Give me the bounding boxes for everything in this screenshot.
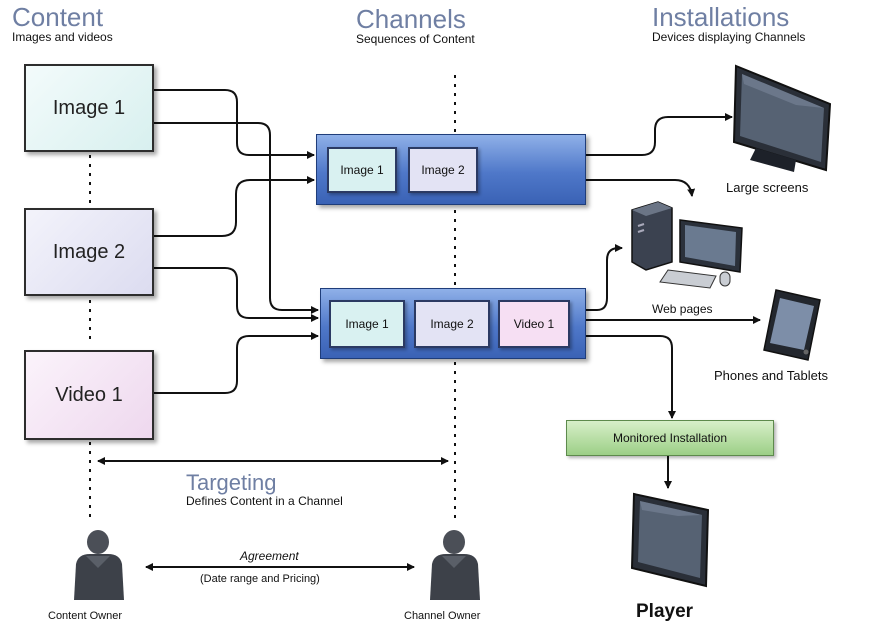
targeting-title: Targeting bbox=[186, 470, 277, 495]
arrow-image2-channel2 bbox=[152, 267, 319, 322]
arrow-channel2-web-pages bbox=[584, 244, 623, 311]
large-screen-monitor-icon bbox=[732, 64, 832, 172]
agreement-title: Agreement bbox=[240, 549, 299, 563]
channel-2-chip-image-1[interactable]: Image 1 bbox=[329, 300, 405, 348]
large-screens-label: Large screens bbox=[726, 180, 809, 195]
agreement-subtitle: (Date range and Pricing) bbox=[200, 573, 320, 585]
computer-icon bbox=[631, 201, 743, 289]
channel-2-chip-video-1[interactable]: Video 1 bbox=[498, 300, 570, 348]
chip-label: Image 1 bbox=[340, 163, 384, 177]
phone-icon bbox=[763, 289, 821, 361]
chip-label: Image 2 bbox=[421, 163, 465, 177]
channel-2[interactable]: Image 1 Image 2 Video 1 bbox=[320, 288, 586, 359]
channel-1-chip-image-1[interactable]: Image 1 bbox=[327, 147, 397, 193]
content-image-1-label: Image 1 bbox=[52, 96, 126, 119]
player-label: Player bbox=[636, 601, 694, 622]
chip-label: Video 1 bbox=[513, 317, 555, 331]
player-monitor-icon bbox=[630, 492, 710, 588]
channel-2-chip-image-2[interactable]: Image 2 bbox=[414, 300, 490, 348]
monitored-installation-box[interactable]: Monitored Installation bbox=[566, 420, 774, 456]
arrow-video1-channel2 bbox=[152, 332, 319, 394]
arrow-channel2-monitored bbox=[584, 335, 676, 419]
content-video-1[interactable]: Video 1 bbox=[24, 350, 154, 440]
chip-label: Image 2 bbox=[430, 317, 474, 331]
arrow-image2-channel1 bbox=[152, 176, 315, 237]
targeting-subtitle: Defines Content in a Channel bbox=[186, 494, 343, 508]
content-owner-label: Content Owner bbox=[48, 610, 122, 622]
content-video-1-label: Video 1 bbox=[55, 383, 123, 406]
channel-owner-person-icon bbox=[430, 530, 480, 600]
channel-1-chip-image-2[interactable]: Image 2 bbox=[408, 147, 478, 193]
channels-section-subtitle: Sequences of Content bbox=[356, 32, 475, 46]
content-section-subtitle: Images and videos bbox=[12, 30, 113, 44]
content-section-title: Content bbox=[12, 2, 104, 32]
phones-tablets-label: Phones and Tablets bbox=[714, 368, 828, 383]
monitored-installation-label: Monitored Installation bbox=[612, 431, 728, 445]
arrow-channel1-web-pages bbox=[584, 179, 696, 197]
chip-label: Image 1 bbox=[345, 317, 389, 331]
content-owner-person-icon bbox=[74, 530, 124, 600]
content-image-2-label: Image 2 bbox=[52, 240, 126, 263]
web-pages-label: Web pages bbox=[652, 302, 713, 316]
arrow-channel1-large-screens bbox=[584, 113, 733, 156]
channel-1[interactable]: Image 1 Image 2 bbox=[316, 134, 586, 205]
installations-section-title: Installations bbox=[652, 2, 790, 32]
content-image-1[interactable]: Image 1 bbox=[24, 64, 154, 152]
channel-owner-label: Channel Owner bbox=[404, 610, 481, 622]
installations-section-subtitle: Devices displaying Channels bbox=[652, 30, 806, 44]
arrow-image1-channel2 bbox=[152, 122, 319, 314]
channels-section-title: Channels bbox=[356, 4, 466, 34]
content-image-2[interactable]: Image 2 bbox=[24, 208, 154, 296]
